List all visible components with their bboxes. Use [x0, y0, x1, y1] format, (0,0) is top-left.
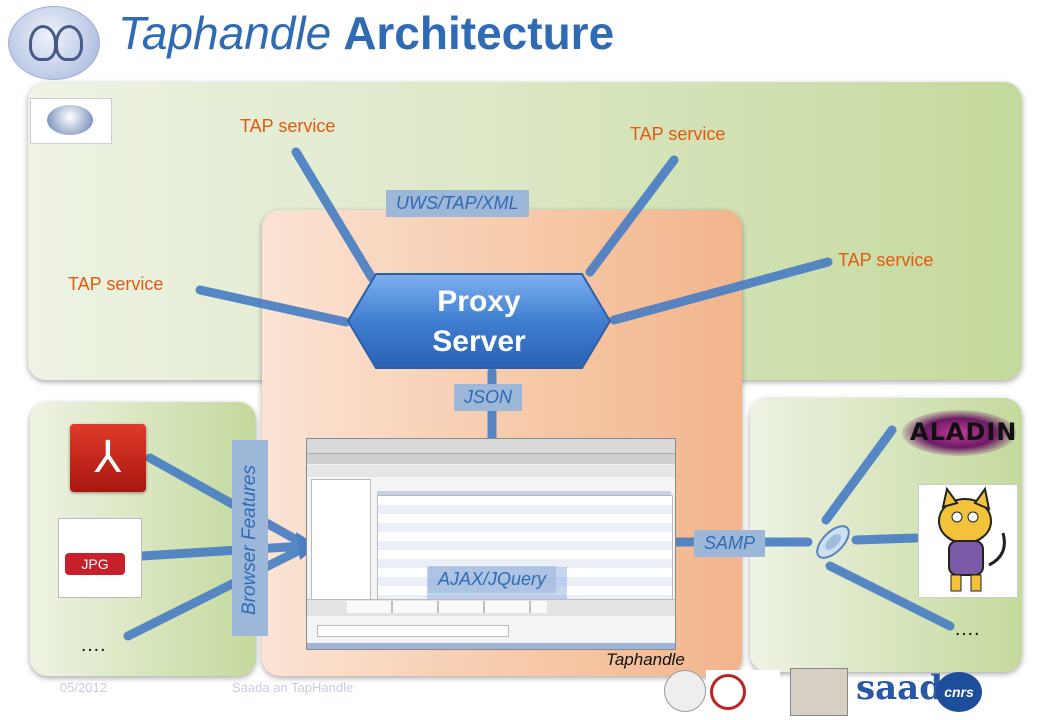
proxy-server-box: Proxy Server: [346, 272, 612, 370]
university-strasbourg-logo-icon: [706, 670, 780, 712]
connector-tap-2: [585, 155, 679, 277]
taphandle-caption: Taphandle: [606, 650, 685, 669]
connector-more-right: [825, 561, 955, 631]
query-tabs: [347, 601, 547, 613]
ivoa-logo-icon: [30, 98, 112, 144]
connector-pdf: [145, 453, 309, 549]
aladin-label: ALADIN: [910, 418, 1018, 446]
title-bold: Architecture: [343, 7, 615, 59]
connector-more: [123, 543, 309, 641]
jpg-icon: JPG: [58, 518, 142, 598]
browser-features-label: Browser Features: [239, 465, 260, 615]
connector-aladin: [821, 425, 897, 525]
tap-service-label-1: TAP service: [240, 116, 336, 136]
tap-service-label-3: TAP service: [838, 250, 934, 270]
taphandle-logo-icon: [8, 6, 100, 80]
more-tools-ellipsis: ….: [954, 618, 980, 640]
connector-jpg: [137, 541, 309, 561]
jpg-label: JPG: [65, 553, 125, 575]
uws-tap-xml-tag: UWS/TAP/XML: [386, 190, 529, 217]
connector-tap-3: [609, 257, 833, 325]
proxy-title-line1: Proxy: [437, 285, 521, 318]
more-formats-ellipsis: ….: [80, 634, 106, 656]
connector-cat: [851, 533, 921, 545]
tap-node-tree: [311, 479, 371, 611]
connector-tap-4: [195, 285, 351, 327]
progress-strip: [307, 643, 675, 649]
proxy-title-line2: Server: [432, 325, 526, 358]
title-italic: Taphandle: [118, 7, 332, 59]
pdf-icon: ⅄: [70, 424, 146, 492]
cat-drawing: [938, 486, 1006, 592]
browser-features-box: [232, 440, 268, 636]
footer-talk-title: Saada an TapHandle: [232, 680, 354, 695]
ajax-jquery-tag: AJAX/JQuery: [428, 566, 557, 593]
observatory-logo-icon: [664, 670, 706, 712]
browser-titlebar: [307, 439, 675, 454]
samp-hub-icon: [808, 518, 858, 566]
tap-service-label-4: TAP service: [68, 274, 164, 294]
topcat-cat-icon: [918, 484, 1018, 598]
browser-bookmarks: [307, 454, 675, 464]
samp-tag: SAMP: [694, 530, 766, 557]
taphandle-screenshot: [306, 438, 676, 650]
tap-service-label-2: TAP service: [630, 124, 726, 144]
job-status-row: [317, 625, 509, 637]
cnrs-logo: cnrs: [936, 672, 982, 712]
observatory-building-icon: [790, 668, 848, 716]
proxy-server-shape: [346, 273, 612, 369]
footer-date: 05/2012: [60, 680, 107, 695]
aladin-logo-icon: ALADIN: [902, 408, 1016, 458]
connector-tap-1: [291, 147, 377, 283]
json-tag: JSON: [454, 384, 523, 411]
app-toolbar: [307, 465, 675, 477]
